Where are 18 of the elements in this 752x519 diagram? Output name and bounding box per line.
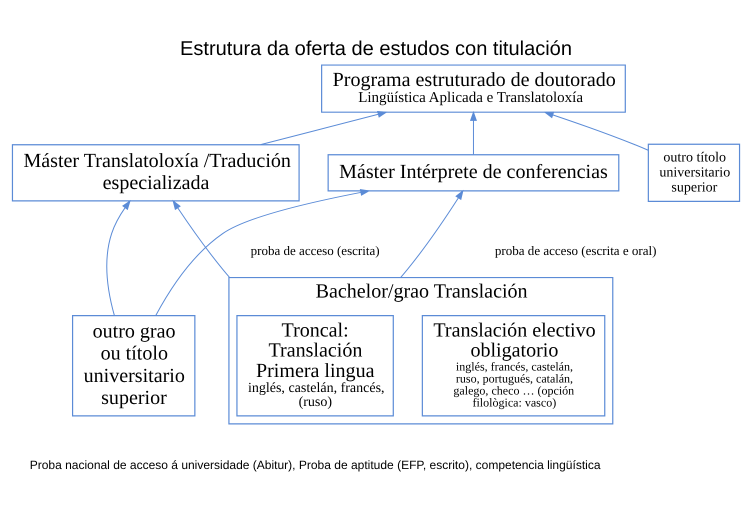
label: Proba nacional de acceso á universidade (Abitur), Proba de aptitude (EFP, escrito), competencia lingüística <box>30 458 601 472</box>
node-box: Programa estruturado de doutorado Lingüística Aplicada e Translatoloxía <box>321 64 626 113</box>
node-box: Troncal: Translación Primera lingua inglés, castelán, francés, (ruso) <box>236 315 394 416</box>
node-box: outro grao ou títolo universitario superior <box>72 315 196 416</box>
node-box: Translación electivo obligatorio inglés, francés, castelán, ruso, portugués, catalán, galego, checo … (opción filològica: vasco) <box>422 315 606 416</box>
arrow <box>400 190 464 278</box>
arrow <box>544 112 649 151</box>
node-box: outro títolo universitario superior <box>648 144 740 202</box>
arrow <box>172 200 230 278</box>
arrow <box>155 189 370 316</box>
node-box: Máster Intérprete de conferencias <box>328 154 620 192</box>
node-box: Máster Translatoloxía /Tradución especializada <box>12 144 300 202</box>
arrow <box>106 200 131 316</box>
arrow <box>470 110 477 155</box>
label: proba de acceso (escrita) <box>250 242 380 258</box>
diagram-title: Estrutura da oferta de estudos con titulación <box>180 38 572 60</box>
arrow <box>260 110 388 146</box>
label: proba de acceso (escrita e oral) <box>494 242 656 258</box>
